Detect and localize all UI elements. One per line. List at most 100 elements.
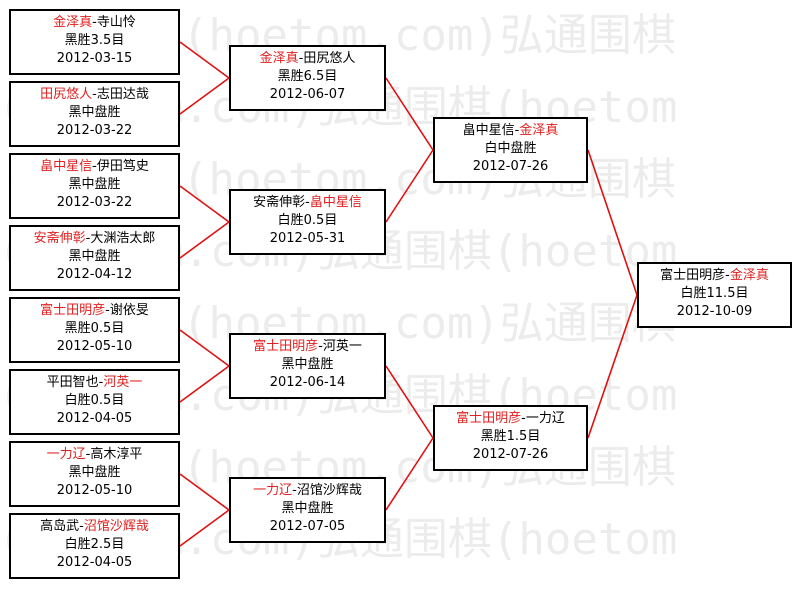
match-date: 2012-07-26: [472, 447, 549, 462]
match-result: 黑中盘胜: [68, 249, 121, 264]
player-black: 一力辽: [46, 447, 86, 462]
match-date: 2012-04-05: [56, 555, 133, 570]
connector-line: [587, 149, 638, 296]
connector-line: [179, 509, 230, 547]
match-result: 黑胜0.5目: [64, 321, 125, 336]
player-black: 畠中星信: [462, 123, 515, 138]
connector-line: [179, 473, 230, 511]
match-players: 富士田明彦-一力辽: [435, 410, 586, 428]
match-result: 黑中盘胜: [281, 501, 334, 516]
match-players: 富士田明彦-谢依旻: [11, 302, 178, 320]
match-players: 田尻悠人-志田达哉: [11, 86, 178, 104]
player-white: 河英一: [103, 375, 143, 390]
match-box-r2-3: 富士田明彦-河英一黑中盘胜 2012-06-14: [229, 333, 386, 399]
player-white: 一力辽: [525, 411, 565, 426]
connector-line: [179, 221, 230, 259]
match-result: 黑中盘胜: [68, 177, 121, 192]
match-date: 2012-04-05: [56, 411, 133, 426]
player-black: 田尻悠人: [40, 87, 93, 102]
match-result: 白胜0.5目: [277, 213, 338, 228]
player-separator: -: [92, 15, 97, 30]
match-players: 平田智也-河英一: [11, 374, 178, 392]
connector-line: [385, 365, 434, 439]
connector-line: [385, 437, 434, 511]
player-white: 河英一: [322, 339, 362, 354]
connector-line: [179, 41, 230, 79]
match-date: 2012-05-10: [56, 483, 133, 498]
match-date: 2012-05-31: [269, 231, 346, 246]
match-result: 黑胜1.5目: [480, 429, 541, 444]
match-players: 富士田明彦-河英一: [231, 338, 384, 356]
player-black: 高岛武: [40, 519, 80, 534]
player-white: 谢依旻: [109, 303, 149, 318]
match-players: 金泽真-田尻悠人: [231, 50, 384, 68]
match-date: 2012-06-07: [269, 87, 346, 102]
connector-line: [179, 77, 230, 115]
player-separator: -: [318, 339, 323, 354]
connector-line: [587, 294, 638, 439]
player-black: 安斋伸彰: [253, 195, 306, 210]
match-result: 黑胜3.5目: [64, 33, 125, 48]
player-black: 金泽真: [259, 51, 299, 66]
player-black: 富士田明彦: [456, 411, 522, 426]
match-players: 一力辽-沼馆沙辉哉: [231, 482, 384, 500]
match-players: 安斋伸彰-畠中星信: [231, 194, 384, 212]
player-black: 安斋伸彰: [33, 231, 86, 246]
connector-line: [385, 77, 434, 151]
player-black: 平田智也: [46, 375, 99, 390]
player-separator: -: [79, 519, 84, 534]
player-black: 一力辽: [253, 483, 293, 498]
match-result: 白胜11.5目: [680, 286, 749, 301]
player-black: 畠中星信: [40, 159, 93, 174]
player-separator: -: [85, 231, 91, 246]
player-separator: -: [92, 159, 97, 174]
player-separator: -: [292, 483, 297, 498]
match-players: 畠中星信-金泽真: [435, 122, 586, 140]
match-players: 金泽真-寺山怜: [11, 14, 178, 32]
player-white: 志田达哉: [96, 87, 149, 102]
match-result: 黑中盘胜: [281, 357, 334, 372]
player-white: 沼馆沙辉哉: [296, 483, 362, 498]
connector-line: [179, 329, 230, 367]
match-date: 2012-04-12: [56, 267, 133, 282]
player-separator: -: [92, 87, 97, 102]
match-result: 白中盘胜: [484, 141, 537, 156]
match-result: 黑中盘胜: [68, 465, 121, 480]
match-date: 2012-10-09: [676, 304, 753, 319]
match-date: 2012-05-10: [56, 339, 133, 354]
match-result: 黑胜6.5目: [277, 69, 338, 84]
connector-line: [385, 149, 434, 223]
player-separator: -: [105, 303, 110, 318]
match-result: 黑中盘胜: [68, 105, 121, 120]
player-separator: -: [521, 411, 526, 426]
match-players: 一力辽-高木淳平: [11, 446, 178, 464]
player-white: 田尻悠人: [303, 51, 356, 66]
player-separator: -: [85, 447, 91, 462]
player-black: 金泽真: [53, 15, 93, 30]
match-date: 2012-07-26: [472, 159, 549, 174]
player-separator: -: [305, 195, 310, 210]
match-result: 白胜2.5目: [64, 537, 125, 552]
match-date: 2012-06-14: [269, 375, 346, 390]
player-white: 金泽真: [519, 123, 559, 138]
player-white: 高木淳平: [90, 447, 143, 462]
player-black: 富士田明彦: [660, 268, 726, 283]
player-white: 畠中星信: [309, 195, 362, 210]
player-separator: -: [298, 51, 304, 66]
player-white: 金泽真: [729, 268, 769, 283]
match-date: 2012-03-22: [56, 123, 133, 138]
player-white: 大渊浩太郎: [90, 231, 156, 246]
match-date: 2012-07-05: [269, 519, 346, 534]
player-white: 寺山怜: [96, 15, 136, 30]
match-players: 畠中星信-伊田笃史: [11, 158, 178, 176]
